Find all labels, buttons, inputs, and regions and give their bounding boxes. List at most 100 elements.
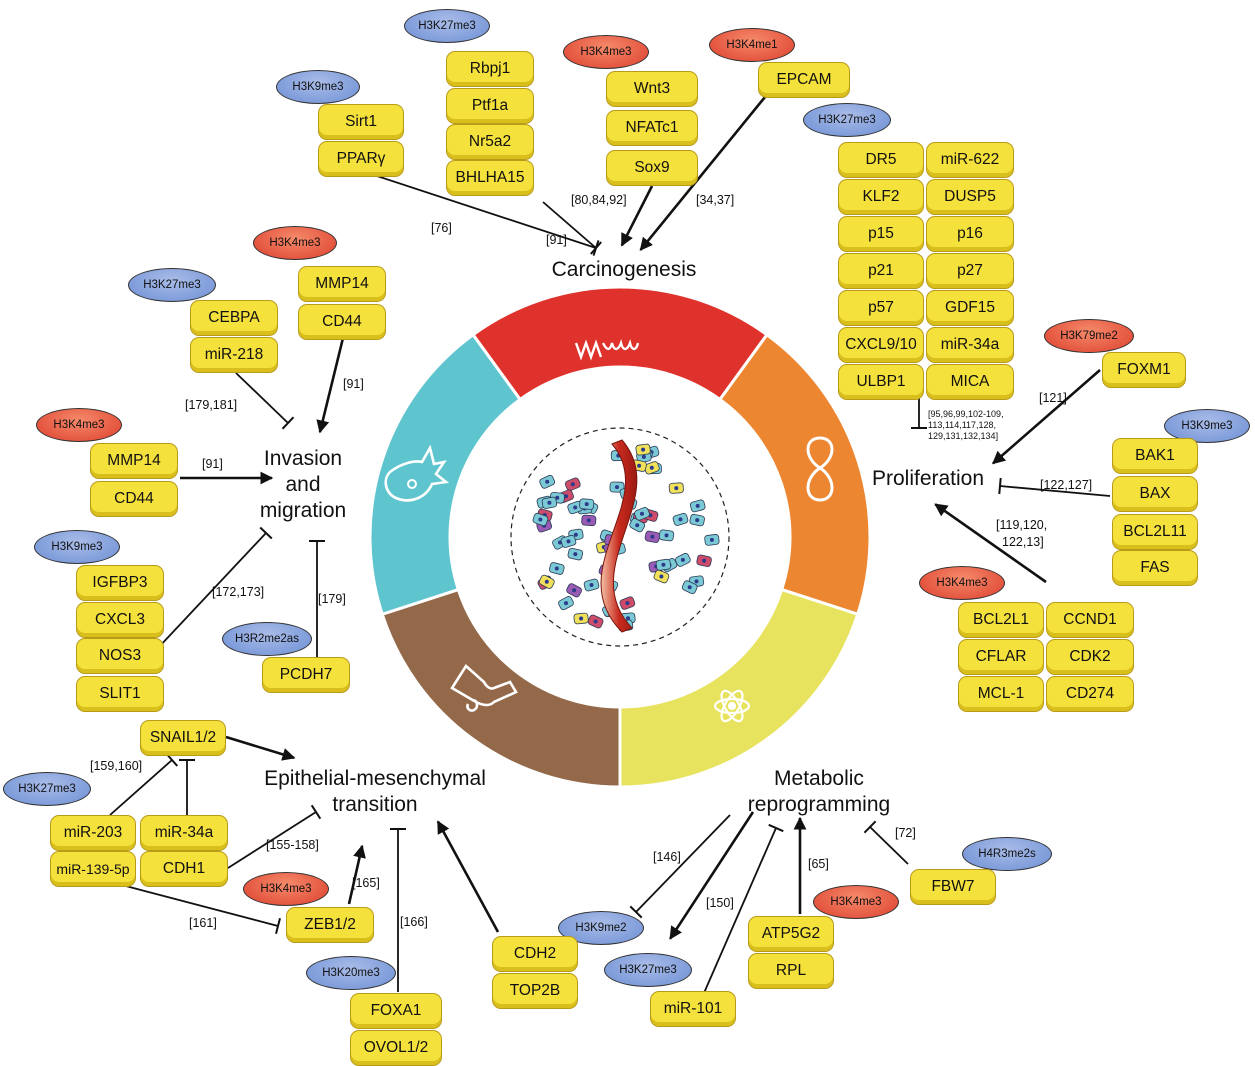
gene-sox9: Sox9 <box>606 150 698 186</box>
reference-label: [122,127] <box>1040 478 1093 492</box>
inhibition-bar <box>590 241 602 255</box>
tumor-cell-nucleus <box>570 482 575 487</box>
tumor-cell-nucleus <box>694 579 699 584</box>
reference-label: 113,114,117,128, <box>928 420 997 430</box>
activation-arrow <box>992 369 1101 465</box>
gene-fas: FAS <box>1112 550 1198 586</box>
histone-mark-h4r3me2s: H4R3me2s <box>962 837 1052 871</box>
gene-p21: p21 <box>838 253 924 289</box>
process-emt-line1: Epithelial-mesenchymal <box>264 767 486 790</box>
gene-bax: BAX <box>1112 476 1198 512</box>
inhibition-bar <box>863 820 877 834</box>
inhibition-line <box>235 372 289 424</box>
tumor-cell-nucleus <box>641 447 646 452</box>
process-invasion-line2: and <box>285 473 321 496</box>
gene-nr5a2: Nr5a2 <box>446 124 534 160</box>
gene-bak1: BAK1 <box>1112 438 1198 474</box>
process-metabolic-reprogramming: Metabolic reprogramming <box>734 766 904 818</box>
gene-igfbp3: IGFBP3 <box>76 565 164 601</box>
gene-cxcl3: CXCL3 <box>76 602 164 638</box>
reference-label: [159,160] <box>90 759 143 773</box>
process-invasion-migration: Invasion and migration <box>238 446 368 524</box>
activation-arrow <box>347 844 366 905</box>
gene-ccnd1: CCND1 <box>1046 602 1134 638</box>
reference-label: [76] <box>431 221 452 235</box>
gene-atp5g2: ATP5G2 <box>748 916 834 952</box>
inhibition-bar <box>310 804 322 820</box>
tumor-cell-nucleus <box>664 533 669 538</box>
tumor-cell-nucleus <box>649 465 654 470</box>
inhibition-bar <box>768 823 784 833</box>
tumor-cell-nucleus <box>674 486 679 491</box>
gene-cdh1: CDH1 <box>140 851 228 887</box>
gene-mir-34a: miR-34a <box>926 327 1014 363</box>
reference-label: [166] <box>400 915 428 929</box>
inhibition-line <box>117 883 279 927</box>
reference-label: [119,120, <box>996 518 1048 532</box>
inhibition-line <box>227 811 317 869</box>
reference-label: [72] <box>895 826 916 840</box>
histone-mark-h3k27me3: H3K27me3 <box>404 9 490 43</box>
histone-mark-h3k27me3: H3K27me3 <box>604 953 692 987</box>
tumor-cell-nucleus <box>573 552 578 557</box>
tumor-cell-nucleus <box>564 494 569 499</box>
gene-bcl2l11: BCL2L11 <box>1112 514 1198 550</box>
process-carcinogenesis: Carcinogenesis <box>551 258 697 281</box>
gene-mica: MICA <box>926 364 1014 400</box>
reference-label: [150] <box>706 896 734 910</box>
activation-arrow <box>669 811 755 940</box>
gene-foxa1: FOXA1 <box>350 993 442 1029</box>
gene-dusp5: DUSP5 <box>926 179 1014 215</box>
process-metabolic-line1: Metabolic <box>774 767 864 790</box>
gene-nfatc1: NFATc1 <box>606 110 698 146</box>
inhibition-line <box>109 759 173 816</box>
tumor-cell-nucleus <box>678 517 683 522</box>
reference-label: 122,13] <box>1002 535 1044 549</box>
gene-pcdh7: PCDH7 <box>262 657 350 693</box>
gene-slit1: SLIT1 <box>76 676 164 712</box>
reference-label: [80,84,92] <box>571 193 627 207</box>
regulation-arrows <box>109 96 1111 994</box>
gene-nos3: NOS3 <box>76 638 164 674</box>
tumor-cell-nucleus <box>650 534 655 539</box>
tumor-cell-nucleus <box>579 616 584 621</box>
gene-dr5: DR5 <box>838 142 924 178</box>
gene-mir-139-5p: miR-139-5p <box>50 851 136 887</box>
gene-cd44: CD44 <box>90 481 178 517</box>
histone-mark-h3k4me3: H3K4me3 <box>919 566 1005 600</box>
inhibition-bar <box>629 905 643 919</box>
gene-mir-622: miR-622 <box>926 142 1014 178</box>
tumor-cell-nucleus <box>709 537 714 542</box>
inhibition-line <box>370 173 597 249</box>
histone-mark-h3k4me3: H3K4me3 <box>813 885 899 919</box>
tumor-cell-nucleus <box>564 601 568 606</box>
tumor-cell-nucleus <box>680 557 685 562</box>
atom-icon <box>713 689 751 723</box>
migrating-cell-icon <box>450 664 518 712</box>
activation-arrow <box>316 337 345 434</box>
histone-mark-h3k9me2: H3K9me2 <box>558 911 644 945</box>
gene-p16: p16 <box>926 216 1014 252</box>
histone-mark-h3k27me3: H3K27me3 <box>3 772 91 806</box>
histone-mark-h3k4me3: H3K4me3 <box>253 226 337 260</box>
inhibition-line <box>999 485 1111 497</box>
gene-sirt1: Sirt1 <box>318 104 404 140</box>
tumor-cell-nucleus <box>625 601 630 606</box>
tumor-cell-nucleus <box>695 503 700 508</box>
tumor-cell-nucleus <box>635 523 640 528</box>
activation-arrow <box>225 735 296 761</box>
histone-mark-h3k9me3: H3K9me3 <box>276 70 360 104</box>
inhibition-bar <box>281 416 295 430</box>
tumor-cell-nucleus <box>538 517 543 522</box>
histone-mark-h3k4me3: H3K4me3 <box>243 872 329 906</box>
activation-arrow <box>436 820 500 933</box>
invasive-cell-icon <box>384 444 450 502</box>
activation-arrow <box>620 185 654 247</box>
gene-top2b: TOP2B <box>492 973 578 1009</box>
process-metabolic-line2: reprogramming <box>747 793 891 816</box>
tumor-cell-nucleus <box>615 485 619 490</box>
process-invasion-line1: Invasion <box>263 447 343 470</box>
cell-nucleus-icon <box>407 479 417 489</box>
gene-mir-203: miR-203 <box>50 815 136 851</box>
gene-wnt3: Wnt3 <box>606 71 698 107</box>
